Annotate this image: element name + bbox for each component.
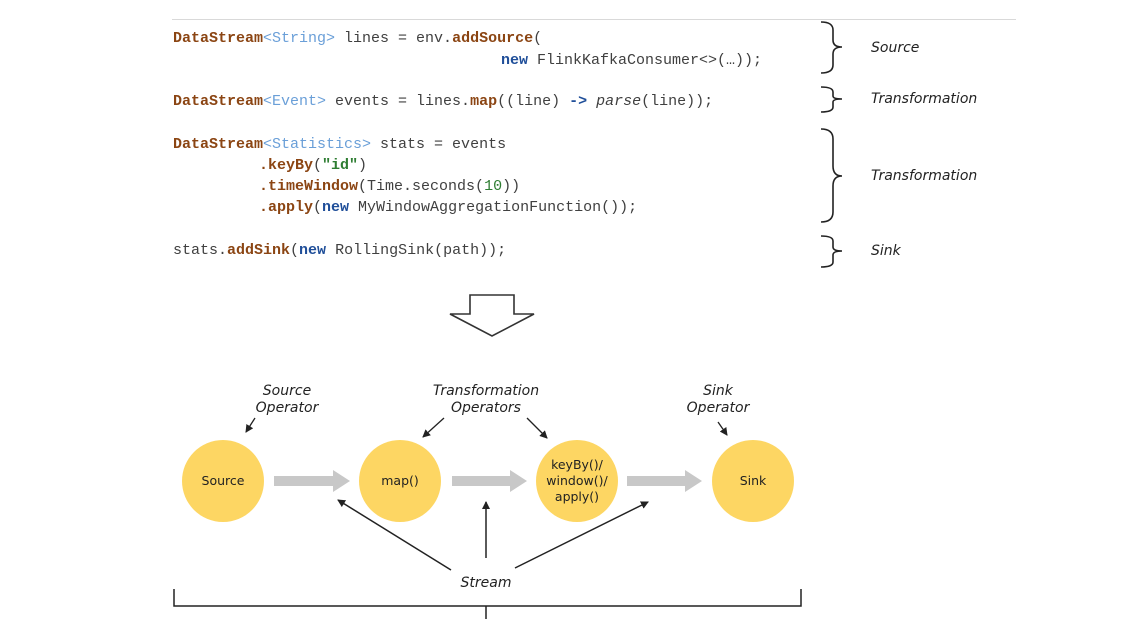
code-text: (line)); [641, 93, 714, 110]
code-text: ((line) [497, 93, 570, 110]
code-text: MyWindowAggregationFunction()); [349, 199, 638, 216]
code-line-stats-1: DataStream<Statistics> stats = events [173, 134, 506, 155]
code-text: (Time.seconds( [358, 178, 485, 195]
stream-arrow-3 [514, 501, 649, 569]
pointer-transform-keyby [526, 417, 548, 439]
code-method: .timeWindow [259, 178, 359, 195]
label-stream: Stream [460, 575, 512, 591]
code-line-stats-3: .timeWindow(Time.seconds(10)) [259, 176, 520, 197]
code-text: lines = env. [335, 30, 453, 47]
code-text: RollingSink(path)); [326, 242, 507, 259]
code-line-source-1: DataStream<String> lines = env.addSource… [173, 28, 542, 49]
label-sink: Sink [871, 243, 901, 259]
brace-transformation-1 [820, 86, 843, 113]
brace-source [820, 21, 843, 74]
bottom-brace [173, 589, 802, 619]
label-source: Source [871, 40, 920, 56]
pointer-sink-operator [717, 421, 728, 436]
node-map: map() [359, 440, 441, 522]
label-line: Operator [255, 400, 319, 416]
label-line: Sink [703, 383, 733, 399]
code-type: DataStream [173, 93, 264, 110]
code-line-stats-4: .apply(new MyWindowAggregationFunction()… [259, 197, 637, 218]
code-text: events = lines. [326, 93, 471, 110]
code-text: stats. [173, 242, 228, 259]
node-sink: Sink [712, 440, 794, 522]
code-lambda-arrow: -> [569, 93, 588, 110]
node-label: Source [201, 473, 245, 488]
node-source: Source [182, 440, 264, 522]
brace-sink [820, 235, 843, 268]
label-source-operator: Source Operator [237, 383, 337, 417]
code-text: ( [313, 157, 323, 174]
code-generic: <Event> [263, 93, 327, 110]
code-method: addSource [452, 30, 534, 47]
code-line-source-2: new FlinkKafkaConsumer<>(…)); [501, 50, 762, 71]
label-transformation-operators: Transformation Operators [416, 383, 556, 417]
label-line: Transformation [432, 383, 540, 399]
node-keyby-window-apply: keyBy()/ window()/ apply() [536, 440, 618, 522]
code-text: ( [290, 242, 300, 259]
code-generic: <String> [263, 30, 336, 47]
label-line: Operator [686, 400, 750, 416]
label-transformation-2: Transformation [871, 168, 978, 184]
code-line-stats-2: .keyBy("id") [259, 155, 367, 176]
label-sink-operator: Sink Operator [668, 383, 768, 417]
code-string: "id" [322, 157, 359, 174]
code-line-map: DataStream<Event> events = lines.map((li… [173, 91, 713, 112]
code-new: new [322, 199, 350, 216]
code-method: map [470, 93, 498, 110]
node-label-line: apply() [554, 489, 600, 504]
flow-arrow-1 [274, 470, 350, 492]
code-type: DataStream [173, 136, 264, 153]
label-line: Operators [451, 400, 521, 416]
code-italic: parse [596, 93, 642, 110]
code-method: .apply [259, 199, 314, 216]
code-text: FlinkKafkaConsumer<>(…)); [528, 52, 763, 69]
label-line: Source [262, 383, 312, 399]
node-label: keyBy()/ window()/ apply() [546, 457, 607, 505]
brace-transformation-2 [820, 128, 843, 223]
node-label: map() [381, 473, 419, 488]
flow-arrow-3 [627, 470, 702, 492]
label-transformation-1: Transformation [871, 91, 978, 107]
code-new: new [299, 242, 327, 259]
node-label: Sink [739, 473, 767, 488]
code-text: ( [533, 30, 543, 47]
code-method: .keyBy [259, 157, 314, 174]
node-label-line: window()/ [546, 473, 608, 488]
code-text: stats = events [371, 136, 507, 153]
stream-arrow-1 [337, 499, 452, 571]
code-text: ) [358, 157, 368, 174]
pointer-source-operator [245, 417, 256, 433]
down-arrow-icon [449, 294, 535, 337]
code-text: )) [502, 178, 521, 195]
flow-arrow-2 [452, 470, 527, 492]
code-generic: <Statistics> [263, 136, 372, 153]
code-number: 10 [484, 178, 503, 195]
code-method: addSink [227, 242, 291, 259]
separator-line [172, 19, 1016, 20]
pointer-transform-map [422, 417, 445, 438]
code-type: DataStream [173, 30, 264, 47]
code-text: ( [313, 199, 323, 216]
code-new: new [501, 52, 529, 69]
code-line-sink: stats.addSink(new RollingSink(path)); [173, 240, 506, 261]
node-label-line: keyBy()/ [551, 457, 603, 472]
